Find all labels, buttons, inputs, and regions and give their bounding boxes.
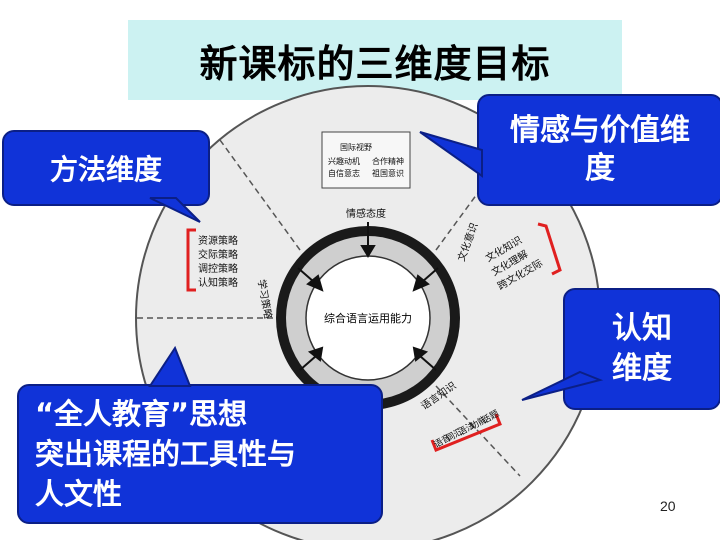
affect-item: 祖国意识 — [372, 168, 404, 178]
affect-label: 情感态度 — [346, 207, 386, 220]
learning-block: 资源策略 交际策略 调控策略 认知策略 学习策略 — [186, 228, 275, 320]
callout-whole-person-text: “全人教育”思想 突出课程的工具性与 人文性 — [35, 397, 297, 511]
affect-block: 兴趣动机 自信意志 合作精神 祖国意识 国际视野 情感态度 — [321, 131, 411, 220]
callout-cognition-dimension: 认知 维度 — [563, 288, 720, 410]
callout-emotion-dimension: 情感与价值维 度 — [477, 94, 720, 206]
learning-item: 资源策略 — [198, 234, 238, 247]
page-number: 20 — [660, 498, 676, 514]
learning-item: 交际策略 — [198, 248, 238, 261]
learning-item: 调控策略 — [198, 262, 238, 275]
affect-item: 自信意志 — [328, 168, 360, 178]
callout-cognition-text: 认知 维度 — [612, 311, 672, 386]
affect-item: 合作精神 — [372, 156, 404, 166]
arrows — [297, 222, 439, 371]
page-title: 新课标的三维度目标 — [199, 41, 551, 86]
center-label: 综合语言运用能力 — [324, 311, 412, 325]
callout-whole-person: “全人教育”思想 突出课程的工具性与 人文性 — [17, 384, 383, 524]
learning-item: 认知策略 — [198, 276, 238, 289]
callout-method-dimension: 方法维度 — [2, 130, 210, 206]
callout-emotion-text: 情感与价值维 度 — [510, 113, 690, 186]
affect-item: 国际视野 — [340, 142, 372, 152]
callout-method-text: 方法维度 — [49, 153, 162, 186]
affect-item: 兴趣动机 — [328, 156, 360, 166]
